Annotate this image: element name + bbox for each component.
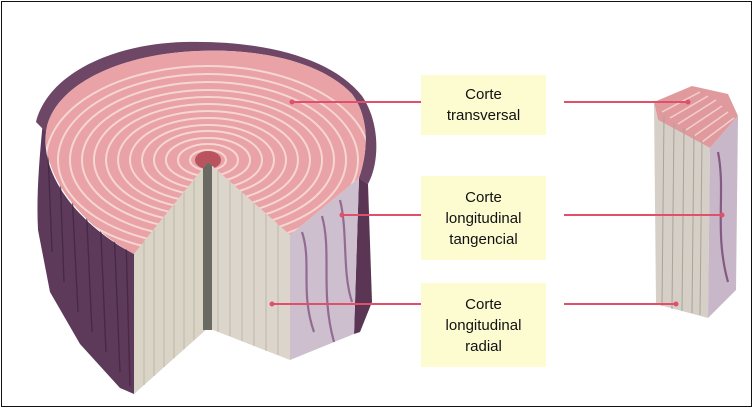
label-line: transversal	[447, 105, 520, 126]
label-line: Corte	[465, 84, 502, 105]
log-illustration	[32, 32, 392, 394]
pith-slot	[203, 162, 212, 330]
leader-dot	[290, 100, 295, 105]
label-line: tangencial	[449, 229, 517, 250]
leader-dot	[720, 213, 725, 218]
leader-dot	[340, 213, 345, 218]
label-line: longitudinal	[446, 208, 522, 229]
wood-block-illustration	[654, 86, 738, 318]
label-corte-longitudinal-tangencial: Corte longitudinal tangencial	[421, 176, 546, 260]
label-corte-longitudinal-radial: Corte longitudinal radial	[421, 283, 546, 367]
leader-dot	[270, 302, 275, 307]
label-line: Corte	[465, 294, 502, 315]
label-line: radial	[465, 336, 502, 357]
leader-dot	[686, 100, 691, 105]
leader-dot	[674, 302, 679, 307]
label-corte-transversal: Corte transversal	[421, 75, 546, 135]
label-line: longitudinal	[446, 315, 522, 336]
label-line: Corte	[465, 187, 502, 208]
